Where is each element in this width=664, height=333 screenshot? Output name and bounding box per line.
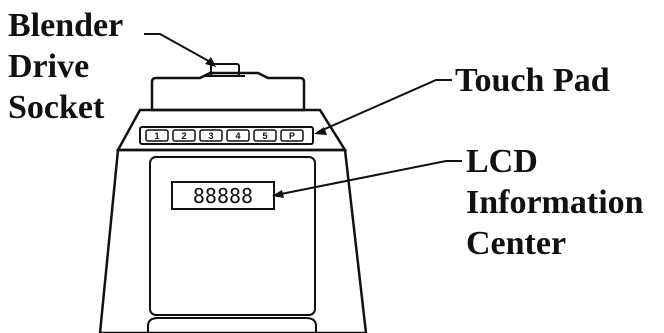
- top-housing: [150, 71, 306, 112]
- lcd-arrowhead: [272, 190, 284, 198]
- touch-pad-key-p[interactable]: P: [280, 129, 304, 142]
- touch-pad-key-3[interactable]: 3: [199, 129, 223, 142]
- front-panel: [115, 108, 348, 152]
- label-information: Information: [466, 184, 644, 221]
- touch-pad-key-frame: [226, 129, 250, 142]
- touch-pad-key-1[interactable]: 1: [145, 129, 169, 142]
- label-socket: Socket: [8, 89, 105, 126]
- touch-pad-key-label: 1: [154, 131, 159, 141]
- touch-pad-strip: [139, 126, 314, 145]
- touch-pad-key-label: 2: [181, 131, 186, 141]
- touch-pad-key-5[interactable]: 5: [253, 129, 277, 142]
- lcd-readout: 88888: [193, 184, 253, 208]
- touch-pad-key-frame: [172, 129, 196, 142]
- touch-pad-key-4[interactable]: 4: [226, 129, 250, 142]
- label-blender: Blender: [8, 7, 123, 44]
- touch-pad-leader: [317, 79, 452, 133]
- label-touch-pad: Touch Pad: [455, 62, 610, 99]
- touch-pad-key-label: 5: [262, 131, 267, 141]
- lcd-leader: [275, 160, 462, 196]
- touch-pad-key-label: 3: [208, 131, 213, 141]
- touch-pad-key-frame: [199, 129, 223, 142]
- drive-socket-leader: [144, 33, 215, 65]
- label-center: Center: [466, 225, 566, 262]
- touch-pad-key-frame: [280, 129, 304, 142]
- label-drive: Drive: [8, 48, 89, 85]
- touch-pad-key-label: 4: [235, 131, 240, 141]
- touch-pad-key-2[interactable]: 2: [172, 129, 196, 142]
- touch-pad-key-frame: [145, 129, 169, 142]
- base-body: [98, 148, 368, 333]
- base-bottom-opening: [147, 317, 317, 333]
- label-lcd: LCD: [466, 143, 538, 180]
- display-frame: [149, 156, 316, 316]
- touch-pad-key-label: P: [289, 131, 295, 141]
- drive-socket-arrowhead: [205, 57, 216, 67]
- touch-pad: 1 2 3 4 5 P: [145, 129, 304, 142]
- touch-pad-key-frame: [253, 129, 277, 142]
- touch-pad-arrowhead: [314, 127, 327, 135]
